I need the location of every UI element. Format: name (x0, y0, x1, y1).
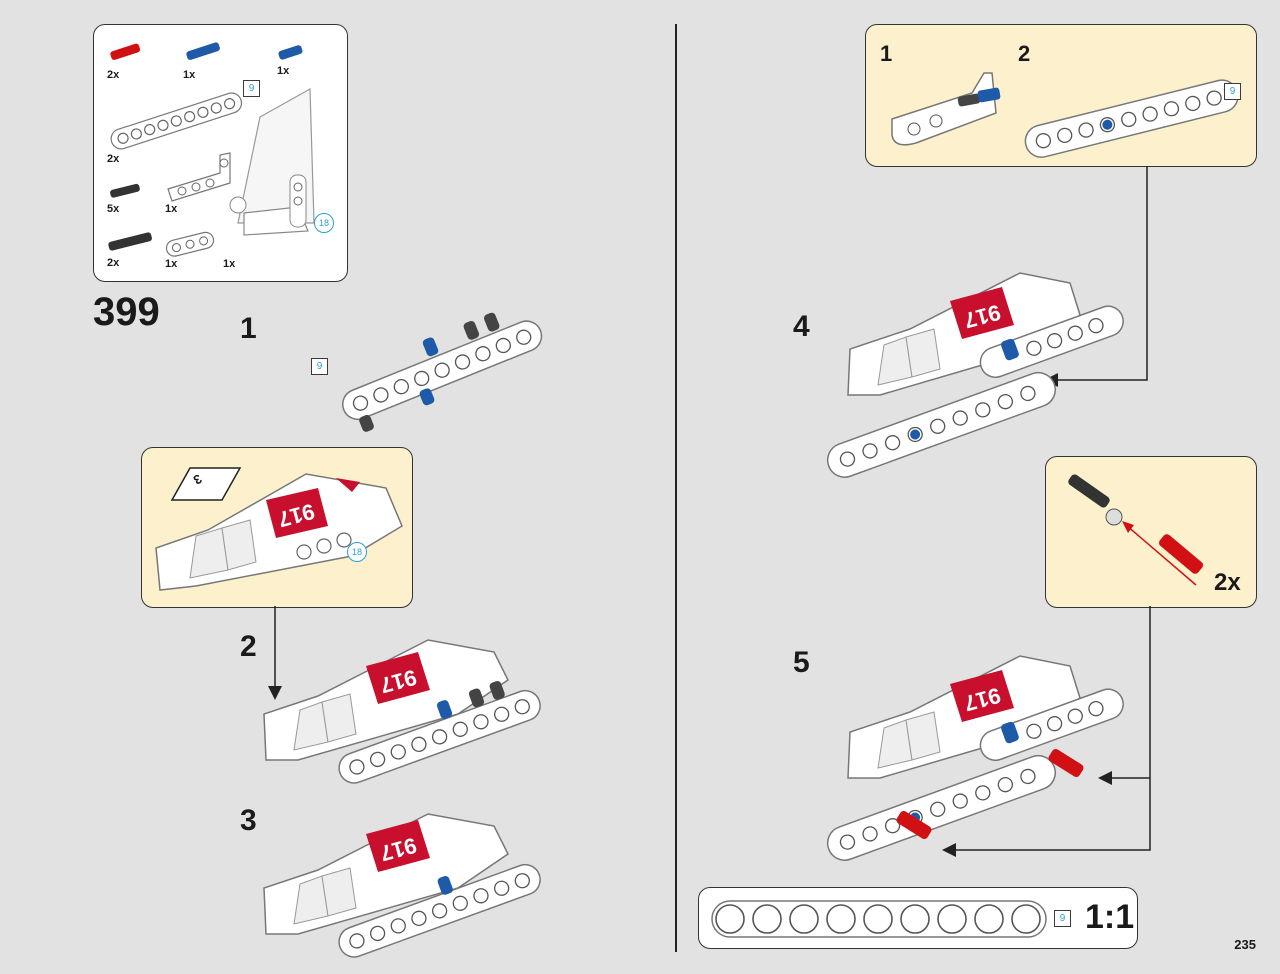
qty-black-pin: 5x (107, 203, 120, 215)
sub-step-2-number: 2 (1018, 41, 1031, 66)
sticker-icon (170, 467, 242, 501)
step-4-assembly: 917 (826, 272, 1124, 478)
qty-blue-axle-pin: 1x (183, 69, 196, 81)
callout-top-beam-length: 9 (1224, 83, 1241, 100)
beam-length-label: 9 (243, 80, 260, 97)
main-step-number: 399 (93, 290, 160, 334)
qty-liftarm: 1x (165, 203, 178, 215)
beam-3-icon (165, 231, 215, 257)
sub-step-2-graphic (1024, 79, 1239, 158)
qty-beam-9: 2x (107, 153, 120, 165)
ruler-length-label: 9 (1054, 910, 1071, 927)
parts-list-panel: 2x 1x 1x 9 2x 5x 1x 2x (93, 24, 348, 282)
liftarm-small-icon (167, 152, 231, 202)
page-number: 235 (1234, 937, 1256, 952)
sub-step-1-number: 1 (880, 41, 893, 66)
qty-panel: 1x (223, 258, 236, 270)
step-3-assembly: 917 (263, 813, 541, 958)
callout-arrow-left (268, 606, 282, 700)
blue-axle-pin-icon (186, 42, 220, 60)
step-2-number: 2 (240, 630, 257, 663)
red-pin-icon (110, 43, 141, 60)
pin-insert-graphic (1068, 474, 1204, 586)
black-pin-icon (110, 183, 140, 198)
callout-arrow-pins (942, 606, 1151, 857)
sub-assembly-callout-top: 1 2 9 (865, 24, 1257, 167)
step-4-number: 4 (793, 310, 810, 343)
ruler-scale: 1:1 (1085, 898, 1135, 936)
qty-blue-pin: 1x (277, 65, 290, 77)
qty-black-axle: 2x (107, 257, 120, 269)
sub-step-1-graphic (891, 72, 1001, 146)
blue-pin-icon (278, 45, 303, 60)
step-1-assembly (341, 312, 543, 432)
ruler-beam-graphic (711, 900, 1047, 938)
step-1-beam-length: 9 (311, 358, 328, 375)
beam-9-icon (110, 92, 243, 150)
step-2-assembly: 917 (263, 639, 541, 784)
step-3-number: 3 (240, 804, 257, 837)
qty-red-pin: 2x (107, 69, 120, 81)
black-axle-icon (108, 232, 152, 251)
panel-with-sticker-graphic: 917 (155, 473, 403, 591)
fairing-panel-icon (229, 87, 315, 236)
callout-panel-length: 18 (347, 542, 367, 562)
sub-assembly-callout-left: 3 917 18 (141, 447, 413, 608)
qty-beam-3: 1x (165, 258, 178, 270)
step-1-number: 1 (240, 312, 257, 345)
length-ruler: 9 1:1 (698, 887, 1138, 949)
step-5-assembly: 917 (826, 655, 1124, 861)
panel-length-label: 18 (314, 213, 334, 233)
pin-multiplier: 2x (1214, 569, 1241, 596)
sub-assembly-callout-pins: 2x (1045, 456, 1257, 608)
step-5-number: 5 (793, 646, 810, 679)
column-divider (675, 24, 677, 952)
